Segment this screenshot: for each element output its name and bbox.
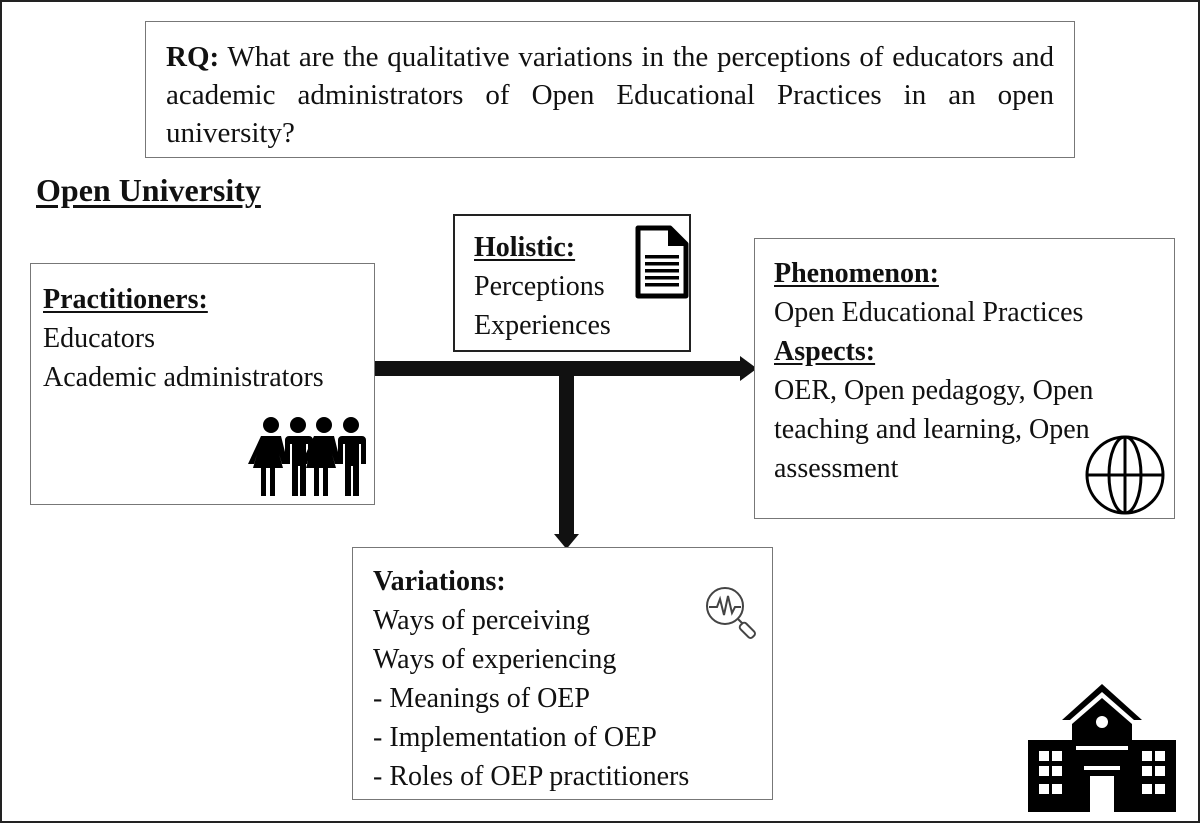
variations-heading: Variations: — [373, 566, 506, 597]
practitioner-item: Academic administrators — [43, 362, 324, 393]
variation-item: - Implementation of OEP — [373, 722, 657, 753]
research-question-box: RQ: What are the qualitative variations … — [145, 21, 1075, 158]
rq-label: RQ: — [166, 41, 220, 73]
holistic-item: Perceptions — [474, 271, 605, 302]
down-arrowhead — [554, 534, 579, 549]
practitioners-heading: Practitioners: — [43, 284, 208, 315]
aspects-line: OER, Open pedagogy, Open — [774, 375, 1094, 406]
variation-item: - Roles of OEP practitioners — [373, 761, 690, 792]
variation-item: - Meanings of OEP — [373, 683, 590, 714]
aspects-line: assessment — [774, 453, 899, 484]
right-arrowhead — [740, 356, 757, 381]
rq-text: What are the qualitative variations in t… — [166, 41, 1054, 149]
phenomenon-heading: Phenomenon: — [774, 258, 939, 289]
document-icon — [635, 225, 689, 299]
phenomenon-box: Phenomenon: Open Educational Practices A… — [754, 238, 1175, 519]
holistic-item: Experiences — [474, 310, 611, 341]
variations-box: Variations: Ways of perceiving Ways of e… — [352, 547, 773, 800]
phenomenon-value: Open Educational Practices — [774, 297, 1084, 328]
vertical-arrow-shaft — [559, 368, 574, 538]
variation-item: Ways of perceiving — [373, 605, 590, 636]
school-building-icon — [1028, 684, 1176, 812]
aspects-heading: Aspects: — [774, 336, 876, 367]
globe-icon — [1085, 435, 1165, 515]
holistic-box: Holistic: Perceptions Experiences — [453, 214, 691, 352]
magnifier-pulse-icon — [706, 587, 756, 639]
practitioner-item: Educators — [43, 323, 155, 354]
aspects-line: teaching and learning, Open — [774, 414, 1090, 445]
context-title: Open University — [36, 172, 261, 208]
variation-item: Ways of experiencing — [373, 644, 617, 675]
group-of-people-icon — [248, 417, 366, 496]
holistic-heading: Holistic: — [474, 232, 576, 263]
practitioners-box: Practitioners: Educators Academic admini… — [30, 263, 375, 505]
